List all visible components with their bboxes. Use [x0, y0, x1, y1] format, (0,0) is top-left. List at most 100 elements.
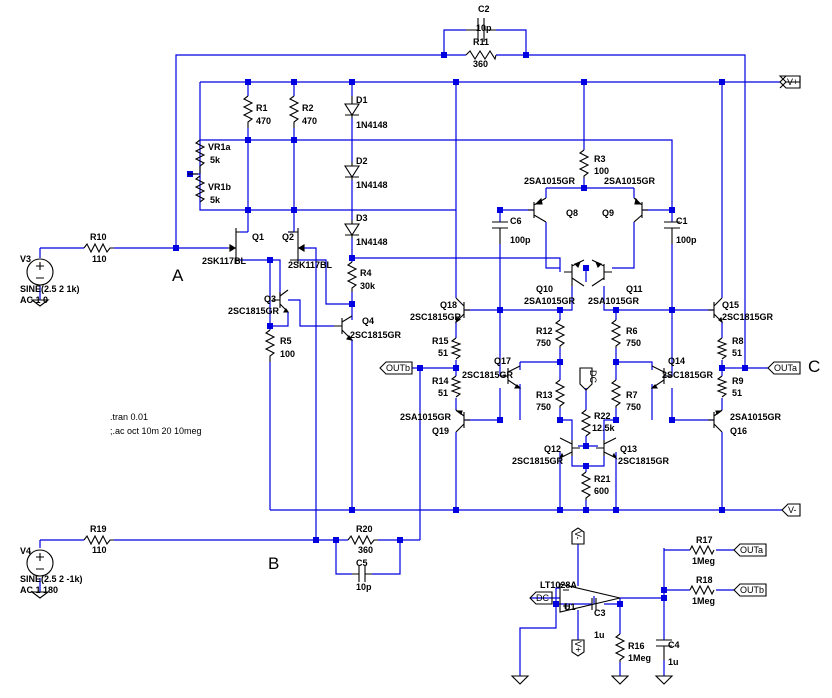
r17-value: 1Meg: [692, 556, 715, 566]
r3-name: R3: [594, 154, 606, 164]
q3-name: Q3: [264, 294, 276, 304]
v4-name: V4: [20, 546, 31, 556]
r8-value: 51: [732, 348, 742, 358]
diode-d1: D1 1N4148: [343, 95, 388, 130]
r21-value: 600: [594, 486, 609, 496]
d3-name: D3: [356, 213, 368, 223]
q10-value: 2SA1015GR: [524, 296, 576, 306]
q16-value: 2SA1015GR: [730, 412, 782, 422]
wires: [39, 29, 782, 676]
v4-line2: AC 1 180: [20, 585, 58, 595]
q12-value: 2SC1815GR: [512, 456, 564, 466]
r1-name: R1: [256, 103, 268, 113]
resistor-r16: R16 1Meg: [614, 633, 651, 663]
q13-name: Q13: [620, 444, 637, 454]
q9-value: 2SA1015GR: [604, 176, 656, 186]
transistor-q12: Q12 2SC1815GR: [512, 437, 580, 466]
r5-value: 100: [280, 349, 295, 359]
d1-name: D1: [356, 95, 368, 105]
r7-name: R7: [626, 390, 638, 400]
opamp-u1: LT1028A U1: [540, 580, 621, 613]
transistor-q9: 2SA1015GR Q9: [602, 176, 656, 223]
resistor-r5: R5 100: [264, 329, 295, 362]
resistor-r21: R21 600: [580, 471, 611, 500]
tran-directive: .tran 0.01: [110, 412, 148, 422]
resistor-r22: R22 12.5k: [580, 409, 616, 437]
port-vpos-label: V+: [787, 77, 798, 87]
r4-value: 30k: [360, 281, 376, 291]
transistor-q15: Q15 2SC1815GR: [708, 297, 774, 324]
c2-name: C2: [478, 4, 490, 14]
resistor-r17: R17 1Meg: [689, 535, 715, 566]
voltage-source-v4: V4 SINE(2.5 2 -1k) AC 1 180: [20, 546, 83, 599]
r2-name: R2: [302, 103, 314, 113]
v3-name: V3: [20, 254, 31, 264]
q1-value: 2SK117BL: [202, 256, 247, 266]
q2-name: Q2: [282, 232, 294, 242]
transistor-q3: Q3 2SC1815GR: [228, 289, 290, 316]
transistor-q17: Q17 2SC1815GR: [462, 356, 522, 389]
port-outa-opamp-label: OUTa: [740, 545, 763, 555]
vr1b-name: VR1b: [208, 182, 232, 192]
r15-name: R15: [432, 336, 449, 346]
q15-name: Q15: [722, 300, 739, 310]
c6-value: 100p: [510, 235, 531, 245]
q2-value: 2SK117BL: [288, 260, 333, 270]
r22-name: R22: [594, 411, 611, 421]
q8-name: Q8: [566, 208, 578, 218]
c6-name: C6: [510, 216, 522, 226]
vr1a-value: 5k: [210, 155, 221, 165]
capacitor-c6: C6 100p: [492, 216, 531, 245]
capacitor-c1: C1 100p: [664, 216, 697, 245]
q14-value: 2SC1815GR: [662, 370, 714, 380]
r4-name: R4: [360, 268, 372, 278]
resistor-r18: R18 1Meg: [689, 575, 715, 606]
resistor-r13: R13 750: [536, 379, 566, 412]
r9-value: 51: [732, 388, 742, 398]
r17-name: R17: [696, 535, 713, 545]
r11-name: R11: [473, 37, 489, 47]
resistor-vr1a: VR1a 5k: [188, 139, 232, 175]
port-vpos-opamp-label: V+: [573, 641, 583, 652]
ground-symbols: [510, 675, 674, 685]
r13-value: 750: [536, 402, 551, 412]
vr1b-value: 5k: [210, 195, 221, 205]
q4-value: 2SC1815GR: [350, 330, 402, 340]
resistor-r9: R9 51: [716, 375, 744, 398]
port-vpos-opamp: V+: [571, 639, 585, 657]
resistor-r11: R11 360: [465, 37, 497, 69]
resistor-r15: R15 51: [432, 336, 462, 360]
q11-value: 2SA1015GR: [588, 296, 640, 306]
q14-name: Q14: [668, 356, 685, 366]
q12-name: Q12: [544, 444, 561, 454]
r18-name: R18: [696, 575, 713, 585]
d1-value: 1N4148: [356, 120, 388, 130]
r16-name: R16: [628, 641, 645, 651]
c3-value: 1u: [594, 630, 605, 640]
port-vpos-top: V+: [778, 75, 801, 89]
u1-name: U1: [564, 602, 576, 612]
port-vneg-label: V-: [788, 505, 797, 515]
r9-name: R9: [732, 376, 744, 386]
transistor-q8: 2SA1015GR Q8: [524, 176, 578, 223]
transistor-q18: Q18 2SC1815GR: [410, 297, 470, 324]
junctions: [173, 52, 748, 607]
resistor-r3: R3 100: [578, 149, 609, 178]
q18-value: 2SC1815GR: [410, 312, 462, 322]
r20-name: R20: [356, 524, 373, 534]
transistor-q16: 2SA1015GR Q16: [708, 409, 782, 436]
r8-name: R8: [732, 336, 744, 346]
q9-name: Q9: [602, 208, 614, 218]
r7-value: 750: [626, 402, 641, 412]
resistor-r7: R7 750: [610, 379, 641, 412]
port-outa-right: OUTa: [767, 361, 801, 375]
capacitor-c2: C2 10p: [466, 4, 496, 42]
node-label-c: C: [808, 357, 820, 376]
resistor-r2: R2 470: [288, 95, 317, 128]
r1-value: 470: [256, 116, 271, 126]
c4-name: C4: [668, 640, 680, 650]
resistor-r20: R20 360: [347, 524, 378, 555]
r3-value: 100: [594, 166, 609, 176]
q8-value: 2SA1015GR: [524, 176, 576, 186]
port-outb-left: OUTb: [379, 361, 413, 375]
